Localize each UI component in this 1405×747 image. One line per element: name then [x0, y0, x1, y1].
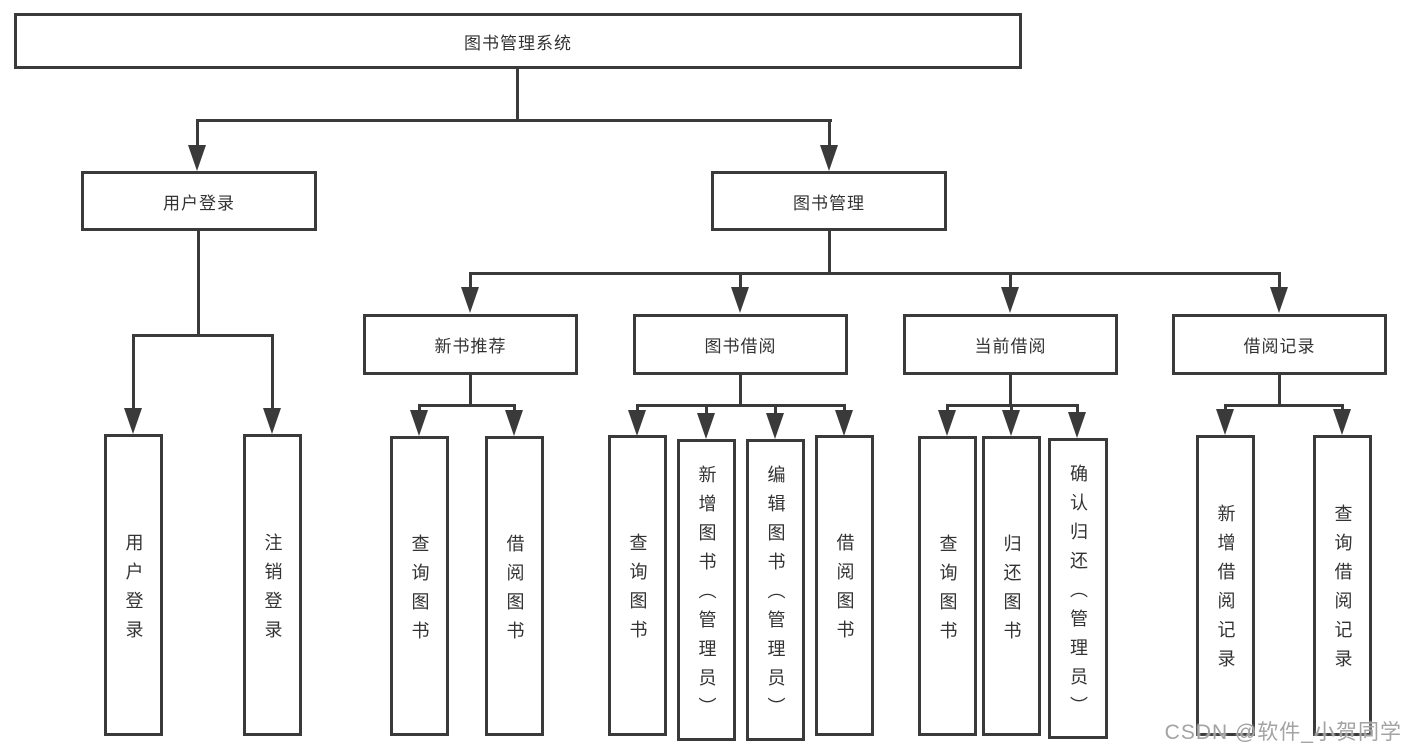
node-query-books-borrowing: 查询图书 [608, 435, 667, 736]
connector-new-rec-leaf2-drop [513, 404, 516, 414]
node-borrowing-records-label: 借阅记录 [1243, 337, 1316, 356]
node-logout-action-label: 注销登录 [262, 532, 283, 649]
arrowhead-br-leaf1 [1216, 409, 1234, 435]
node-return-books: 归还图书 [982, 436, 1041, 736]
connector-user-login-stem [197, 231, 200, 335]
connector-cb-leaf1-drop [946, 404, 949, 414]
connector-new-rec-leaf1-drop [418, 404, 421, 414]
node-user-login-label: 用户登录 [163, 193, 235, 213]
arrowhead-cb-leaf2 [1002, 410, 1020, 436]
node-add-books-admin-label: 新增图书（管理员） [696, 465, 717, 726]
node-new-book-recommend: 新书推荐 [363, 314, 578, 375]
arrowhead-login-leaf2 [263, 408, 281, 434]
node-add-borrow-record-label: 新增借阅记录 [1215, 504, 1236, 678]
node-query-borrow-record: 查询借阅记录 [1313, 435, 1372, 736]
connector-root-stem [516, 69, 519, 120]
connector-current-borrow-stem [1009, 375, 1012, 406]
connector-book-mgmt-rail [469, 272, 1281, 275]
connector-new-rec-drop [469, 272, 472, 290]
node-book-borrowing-label: 图书借阅 [704, 337, 777, 356]
node-confirm-return-admin-label: 确认归还（管理员） [1068, 463, 1088, 725]
connector-borrow-records-stem [1278, 375, 1281, 406]
node-book-borrowing: 图书借阅 [633, 314, 848, 375]
csdn-watermark: CSDN @软件_小贺同学 [1164, 721, 1402, 744]
node-edit-books-admin-label: 编辑图书（管理员） [765, 465, 786, 726]
node-confirm-return-admin: 确认归还（管理员） [1048, 438, 1108, 739]
connector-borrow-records-rail [1224, 404, 1344, 407]
arrowhead-bb-leaf4 [835, 410, 853, 436]
node-user-login-action: 用户登录 [104, 434, 163, 736]
node-edit-books-admin: 编辑图书（管理员） [746, 439, 805, 741]
connector-new-rec-rail [418, 404, 516, 407]
connector-login-leaf2-drop [271, 334, 274, 412]
node-query-borrow-record-label: 查询借阅记录 [1332, 504, 1353, 678]
node-current-borrowing: 当前借阅 [903, 314, 1118, 375]
node-borrow-books-recommend: 借阅图书 [485, 436, 544, 736]
connector-book-mgmt-stem [828, 231, 831, 273]
node-user-login: 用户登录 [81, 171, 317, 231]
node-borrowing-records: 借阅记录 [1172, 314, 1387, 375]
node-add-borrow-record: 新增借阅记录 [1196, 435, 1255, 736]
connector-user-login-rail [132, 334, 274, 337]
arrowhead-new-rec-leaf2 [505, 410, 523, 436]
arrowhead-bb-leaf2 [697, 413, 715, 439]
node-current-borrowing-label: 当前借阅 [974, 337, 1047, 356]
node-query-books-borrowing-label: 查询图书 [627, 533, 648, 649]
arrowhead-book-mgmt [820, 145, 838, 171]
arrowhead-bb-leaf3 [766, 413, 784, 439]
node-query-books-current: 查询图书 [918, 436, 977, 736]
connector-bb-leaf4-drop [843, 404, 846, 414]
node-query-books-recommend: 查询图书 [390, 436, 449, 736]
connector-new-rec-stem [469, 375, 472, 406]
node-query-books-recommend-label: 查询图书 [409, 533, 430, 650]
arrowhead-bb-leaf1 [628, 410, 646, 436]
node-system-root-label: 图书管理系统 [464, 33, 572, 53]
node-book-management-label: 图书管理 [793, 193, 865, 213]
node-query-books-current-label: 查询图书 [937, 533, 958, 650]
connector-login-leaf1-drop [132, 334, 135, 412]
connector-cb-leaf3-drop [1076, 404, 1079, 414]
connector-borrow-records-drop [1278, 272, 1281, 290]
connector-cb-leaf2-drop [1010, 404, 1013, 414]
connector-bb-leaf3-drop [774, 404, 777, 414]
node-borrow-books-borrowing: 借阅图书 [815, 435, 874, 736]
node-logout-action: 注销登录 [243, 434, 302, 736]
connector-book-mgmt-drop [828, 119, 831, 149]
arrowhead-borrow-records [1270, 287, 1288, 313]
arrowhead-login-leaf1 [124, 408, 142, 434]
arrowhead-new-rec-leaf1 [410, 410, 428, 436]
node-return-books-label: 归还图书 [1001, 533, 1022, 650]
connector-user-login-drop [196, 119, 199, 149]
arrowhead-user-login [188, 145, 206, 171]
connector-book-borrow-drop [739, 272, 742, 290]
arrowhead-br-leaf2 [1333, 409, 1351, 435]
arrowhead-cb-leaf1 [938, 410, 956, 436]
connector-current-borrow-drop [1009, 272, 1012, 290]
connector-bb-leaf2-drop [705, 404, 708, 414]
connector-book-borrow-stem [739, 375, 742, 406]
connector-bb-leaf1-drop [636, 404, 639, 414]
node-user-login-action-label: 用户登录 [123, 532, 144, 649]
node-borrow-books-recommend-label: 借阅图书 [504, 533, 525, 650]
node-borrow-books-borrowing-label: 借阅图书 [834, 533, 855, 649]
connector-book-borrow-rail [636, 404, 846, 407]
node-system-root: 图书管理系统 [14, 13, 1022, 69]
connector-root-rail [196, 119, 832, 122]
arrowhead-cb-leaf3 [1068, 412, 1086, 438]
arrowhead-book-borrow [731, 287, 749, 313]
arrowhead-current-borrow [1001, 287, 1019, 313]
arrowhead-new-rec [461, 287, 479, 313]
node-add-books-admin: 新增图书（管理员） [677, 439, 736, 741]
node-new-book-recommend-label: 新书推荐 [434, 337, 507, 356]
node-book-management: 图书管理 [711, 171, 947, 231]
